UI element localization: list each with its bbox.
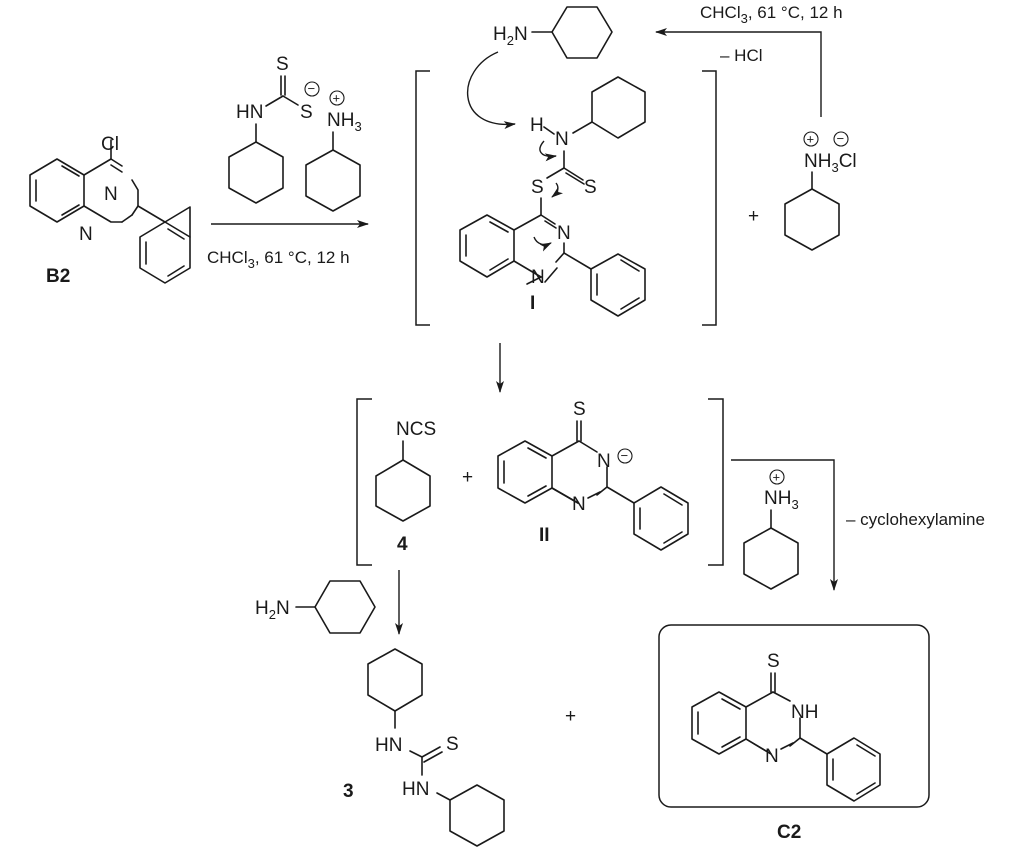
- intermediate-I: H N S S N N I: [459, 76, 646, 317]
- atom-s2: S: [584, 177, 597, 198]
- plus-sign-1: +: [748, 206, 759, 227]
- reaction-arrow-final: [731, 459, 838, 591]
- atom-n1: N: [79, 224, 93, 245]
- atom-nh3cl: NH3Cl: [804, 151, 857, 175]
- atom-n1-C2: N: [765, 746, 779, 767]
- bracket-left-II: [356, 398, 372, 566]
- atom-n3-II: N: [597, 451, 611, 472]
- atom-nh-C2: NH: [791, 702, 818, 723]
- compound-4-isothiocyanate: NCS 4: [375, 419, 436, 555]
- reagent-dithiocarbamate: S HN S − + NH3: [228, 54, 362, 212]
- bracket-right-II: [708, 398, 724, 566]
- atom-h: H: [530, 115, 544, 136]
- charge-minus: −: [837, 131, 845, 146]
- bracket-left-I: [415, 70, 430, 326]
- plus-sign-3: +: [565, 706, 576, 727]
- curved-arrow-cs: [551, 182, 564, 198]
- atom-hn: HN: [236, 102, 263, 123]
- atom-hn1: HN: [375, 735, 402, 756]
- atom-n3: N: [104, 184, 118, 205]
- atom-cl: Cl: [101, 134, 119, 155]
- atom-h2n-bottom: H2N: [255, 598, 290, 622]
- conditions-recycle: CHCl3, 61 °C, 12 h: [700, 3, 843, 26]
- anion-II: S N − N II: [497, 399, 689, 551]
- charge-plus: +: [807, 132, 815, 147]
- compound-3-thiourea: HN S HN 3: [343, 648, 505, 847]
- cyclohexylamine-bottom: H2N: [255, 580, 376, 634]
- atom-s-anion: S: [300, 102, 313, 123]
- label-B2: B2: [46, 266, 70, 287]
- charge-plus: +: [333, 91, 341, 106]
- cyclohexylammonium-chloride: + − NH3Cl: [784, 131, 857, 251]
- atom-s-C2: S: [767, 651, 780, 672]
- atom-n1-I: N: [531, 267, 545, 288]
- charge-minus: −: [621, 448, 629, 463]
- charge-minus: −: [308, 81, 316, 96]
- cyclohexylammonium: + NH3: [743, 469, 799, 590]
- label-4: 4: [397, 534, 408, 555]
- atom-s-3: S: [446, 734, 459, 755]
- compound-B2: Cl N N B2: [29, 134, 191, 287]
- atom-s1: S: [531, 177, 544, 198]
- byproduct-cyclohexylamine: – cyclohexylamine: [846, 510, 985, 529]
- curved-arrow-ring: [533, 236, 552, 252]
- atom-nh3-cation: NH3: [764, 488, 799, 512]
- atom-s-II: S: [573, 399, 586, 420]
- atom-n1-II: N: [572, 494, 586, 515]
- atom-ncs: NCS: [396, 419, 436, 440]
- bracket-right-I: [702, 70, 717, 326]
- label-3: 3: [343, 781, 354, 802]
- atom-nh3: NH3: [327, 110, 362, 134]
- atom-hn2: HN: [402, 779, 429, 800]
- plus-sign-2: +: [462, 467, 473, 488]
- label-I: I: [530, 293, 535, 314]
- recycle-arrow: [655, 28, 822, 117]
- label-C2: C2: [777, 822, 801, 843]
- atom-h2n: H2N: [493, 24, 528, 48]
- atom-n3-I: N: [557, 223, 571, 244]
- charge-plus: +: [773, 470, 781, 485]
- atom-s-thione: S: [276, 54, 289, 75]
- byproduct-hcl: – HCl: [720, 46, 763, 65]
- label-II: II: [539, 525, 550, 546]
- curved-arrow-proton: [539, 140, 557, 162]
- conditions-step1: CHCl3, 61 °C, 12 h: [207, 248, 350, 271]
- product-C2: S NH N: [691, 651, 881, 802]
- curved-arrow-attack: [466, 51, 516, 130]
- atom-n: N: [555, 129, 569, 150]
- cyclohexylamine-top: H2N: [493, 6, 613, 59]
- product-box: [658, 624, 930, 808]
